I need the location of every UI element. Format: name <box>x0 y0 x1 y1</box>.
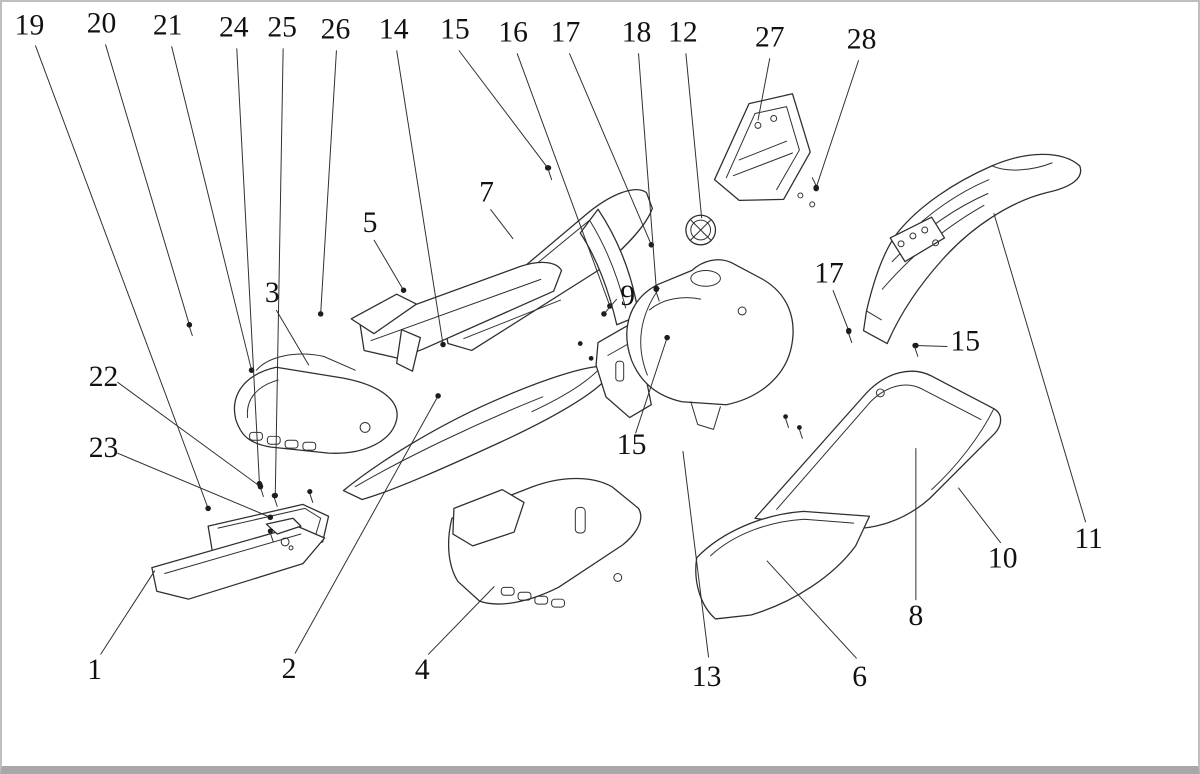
callout-label-9-17: 9 <box>620 280 635 312</box>
leader-dot-5-15 <box>400 287 407 293</box>
leader-dot-16-8 <box>607 303 613 309</box>
leader-line-15-7 <box>458 50 549 169</box>
leader-line-24-3 <box>236 48 260 484</box>
leader-line-20-1 <box>105 44 190 325</box>
callout-label-27-12: 27 <box>755 21 785 53</box>
leader-line-23-21 <box>117 452 271 518</box>
leader-line-17-18 <box>832 290 850 331</box>
leader-line-15-19 <box>915 345 948 347</box>
leader-line-27-12 <box>757 58 771 121</box>
leader-line-3-16 <box>275 309 310 366</box>
leader-line-14-6 <box>396 50 444 345</box>
leader-line-12-11 <box>685 53 703 219</box>
callout-label-1-26: 1 <box>87 654 102 686</box>
leader-dot-20-1 <box>186 322 193 328</box>
leader-line-5-15 <box>373 239 404 291</box>
callout-label-26-5: 26 <box>321 14 351 46</box>
leader-line-26-5 <box>320 50 337 314</box>
callout-label-5-15: 5 <box>363 207 378 239</box>
leader-line-10-24 <box>957 487 1002 544</box>
callout-label-16-8: 16 <box>498 16 528 48</box>
lower-middle-panel-part <box>448 477 642 608</box>
leader-dot-22-20 <box>257 483 264 490</box>
leader-dot-14-6 <box>440 341 446 348</box>
callout-label-6-30: 6 <box>852 661 867 693</box>
callout-label-24-3: 24 <box>219 12 249 44</box>
leader-dot-26-5 <box>317 311 324 317</box>
callout-label-11-23: 11 <box>1074 523 1103 555</box>
callout-label-21-2: 21 <box>153 10 183 42</box>
leader-line-9-17 <box>603 298 618 315</box>
leader-line-18-10 <box>638 53 657 289</box>
callout-label-3-16: 3 <box>265 277 280 309</box>
leader-lines-layer <box>34 44 1087 659</box>
callout-label-4-28: 4 <box>415 654 430 686</box>
leader-dot-28-13 <box>813 184 819 191</box>
right-number-plate-part <box>754 370 1002 530</box>
frame-cover-part <box>350 261 563 372</box>
tail-fender-part <box>713 93 816 208</box>
leader-line-28-13 <box>815 60 860 188</box>
callout-label-10-24: 10 <box>988 543 1018 575</box>
callout-label-28-13: 28 <box>847 23 877 55</box>
leader-line-16-8 <box>516 53 611 307</box>
leader-line-4-28 <box>427 586 495 655</box>
leader-dot-19-0 <box>205 505 211 512</box>
callout-label-19-0: 19 <box>15 10 45 42</box>
leader-dot-18-10 <box>653 285 660 292</box>
leader-dot-17-18 <box>845 327 852 334</box>
leader-line-11-23 <box>993 213 1087 523</box>
callout-label-15-19: 15 <box>950 325 980 357</box>
leader-line-22-20 <box>117 381 261 488</box>
callout-label-8-25: 8 <box>908 600 923 632</box>
leader-line-21-2 <box>171 46 253 371</box>
right-lower-panel-part <box>695 510 871 620</box>
callout-label-23-21: 23 <box>89 432 119 464</box>
callout-label-17-18: 17 <box>814 257 844 289</box>
left-side-cover-part <box>233 353 398 454</box>
callout-label-14-6: 14 <box>379 14 409 46</box>
callout-label-18-10: 18 <box>622 16 652 48</box>
callout-label-15-22: 15 <box>617 429 647 461</box>
leader-dot-15-19 <box>913 342 919 349</box>
front-fender-part <box>862 153 1082 345</box>
leader-dot-23-21 <box>267 514 274 521</box>
callout-label-25-4: 25 <box>267 12 297 44</box>
callout-label-17-9: 17 <box>551 16 581 48</box>
leader-dot-9-17 <box>601 311 607 317</box>
leader-dot-21-2 <box>248 367 255 373</box>
leader-dot-15-22 <box>664 334 670 341</box>
leader-line-13-29 <box>682 451 710 658</box>
leader-dot-15-7 <box>544 165 551 171</box>
callout-label-22-20: 22 <box>89 361 119 393</box>
leader-line-15-22 <box>635 337 668 434</box>
fuel-cap-part <box>685 214 717 246</box>
leader-line-6-30 <box>766 560 858 659</box>
callout-label-15-7: 15 <box>440 14 470 46</box>
callout-label-7-14: 7 <box>479 176 494 208</box>
fuel-tank-part <box>626 259 794 430</box>
leader-line-17-9 <box>568 53 652 246</box>
leader-line-7-14 <box>490 208 514 240</box>
leader-dot-2-27 <box>435 393 441 399</box>
leader-line-2-27 <box>294 395 439 654</box>
leader-dot-25-4 <box>272 492 279 499</box>
leader-line-25-4 <box>274 48 284 496</box>
callout-label-12-11: 12 <box>668 16 698 48</box>
leader-line-1-26 <box>100 570 156 655</box>
callout-label-2-27: 2 <box>282 653 297 685</box>
callout-label-20-1: 20 <box>87 8 117 40</box>
left-skid-tray-part <box>151 503 330 600</box>
callout-label-13-29: 13 <box>692 661 722 693</box>
leader-line-19-0 <box>34 45 209 509</box>
